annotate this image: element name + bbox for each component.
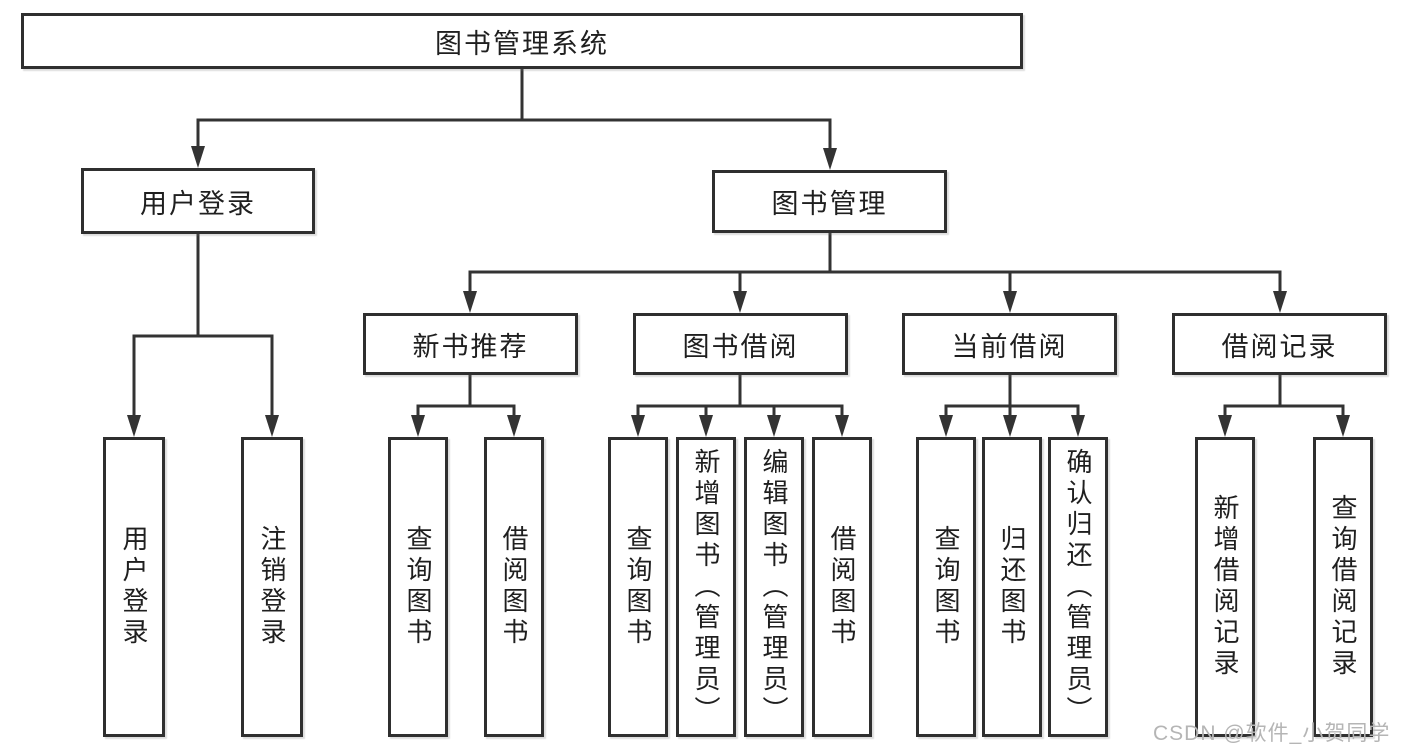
leaf-edit-books-admin-label: 编辑图书（管理员） bbox=[759, 447, 789, 727]
node-user-login-label: 用户登录 bbox=[140, 188, 256, 219]
connector-userlogin-branch bbox=[132, 334, 274, 416]
leaf-query-books-recommend-label: 查询图书 bbox=[403, 525, 433, 649]
arrowhead-icon bbox=[733, 291, 747, 313]
node-current-borrowing: 当前借阅 bbox=[902, 313, 1117, 375]
arrowhead-icon bbox=[1273, 291, 1287, 313]
leaf-logout-label: 注销登录 bbox=[257, 525, 287, 649]
arrowhead-icon bbox=[1071, 415, 1085, 437]
node-borrowing-records: 借阅记录 bbox=[1172, 313, 1387, 375]
node-user-login: 用户登录 bbox=[81, 168, 315, 234]
leaf-query-books-recommend: 查询图书 bbox=[388, 437, 448, 737]
connector-bookmgmt-branch bbox=[468, 270, 1282, 292]
connector-records-branch bbox=[1223, 404, 1345, 416]
node-new-book-recommend: 新书推荐 bbox=[363, 313, 578, 375]
arrowhead-icon bbox=[191, 146, 205, 168]
leaf-return-books: 归还图书 bbox=[982, 437, 1042, 737]
connector-current-branch bbox=[944, 404, 1080, 416]
leaf-borrow-books-recommend-label: 借阅图书 bbox=[499, 525, 529, 649]
connector-borrowing-branch bbox=[636, 404, 844, 416]
arrowhead-icon bbox=[767, 415, 781, 437]
connector-root-branch bbox=[196, 118, 832, 149]
leaf-query-borrow-record: 查询借阅记录 bbox=[1313, 437, 1373, 737]
node-current-borrowing-label: 当前借阅 bbox=[951, 331, 1068, 362]
leaf-edit-books-admin: 编辑图书（管理员） bbox=[744, 437, 804, 737]
watermark: CSDN @软件_小贺同学 bbox=[1153, 722, 1391, 745]
leaf-query-books-current-label: 查询图书 bbox=[931, 525, 961, 649]
arrowhead-icon bbox=[1003, 291, 1017, 313]
arrowhead-icon bbox=[699, 415, 713, 437]
node-root: 图书管理系统 bbox=[21, 13, 1023, 69]
leaf-add-borrow-record: 新增借阅记录 bbox=[1195, 437, 1255, 737]
leaf-add-books-admin-label: 新增图书（管理员） bbox=[691, 447, 721, 727]
arrowhead-icon bbox=[1218, 415, 1232, 437]
arrowhead-icon bbox=[127, 415, 141, 437]
arrowhead-icon bbox=[1003, 415, 1017, 437]
arrowhead-icon bbox=[823, 148, 837, 170]
leaf-logout: 注销登录 bbox=[241, 437, 303, 737]
arrowhead-icon bbox=[463, 291, 477, 313]
arrowhead-icon bbox=[631, 415, 645, 437]
arrowhead-icon bbox=[1336, 415, 1350, 437]
leaf-query-books-borrowing-label: 查询图书 bbox=[623, 525, 653, 649]
leaf-query-books-borrowing: 查询图书 bbox=[608, 437, 668, 737]
leaf-add-books-admin: 新增图书（管理员） bbox=[676, 437, 736, 737]
leaf-query-books-current: 查询图书 bbox=[916, 437, 976, 737]
node-book-borrowing: 图书借阅 bbox=[633, 313, 848, 375]
leaf-confirm-return-admin: 确认归还（管理员） bbox=[1048, 437, 1108, 737]
leaf-borrow-books-recommend: 借阅图书 bbox=[484, 437, 544, 737]
leaf-borrow-books-borrowing: 借阅图书 bbox=[812, 437, 872, 737]
arrowhead-icon bbox=[835, 415, 849, 437]
leaf-add-borrow-record-label: 新增借阅记录 bbox=[1210, 494, 1240, 680]
leaf-return-books-label: 归还图书 bbox=[997, 525, 1027, 649]
leaf-user-login: 用户登录 bbox=[103, 437, 165, 737]
arrowhead-icon bbox=[265, 415, 279, 437]
node-root-label: 图书管理系统 bbox=[435, 28, 609, 59]
leaf-confirm-return-admin-label: 确认归还（管理员） bbox=[1063, 447, 1093, 727]
arrowhead-icon bbox=[411, 415, 425, 437]
node-borrowing-records-label: 借阅记录 bbox=[1221, 331, 1338, 362]
node-book-borrowing-label: 图书借阅 bbox=[682, 331, 799, 362]
node-book-management: 图书管理 bbox=[712, 170, 947, 233]
leaf-user-login-label: 用户登录 bbox=[119, 525, 149, 649]
arrowhead-icon bbox=[507, 415, 521, 437]
leaf-query-borrow-record-label: 查询借阅记录 bbox=[1328, 494, 1358, 680]
node-book-management-label: 图书管理 bbox=[771, 189, 888, 219]
connector-recommend-branch bbox=[416, 404, 516, 416]
arrowhead-icon bbox=[939, 415, 953, 437]
node-new-book-recommend-label: 新书推荐 bbox=[412, 331, 529, 362]
leaf-borrow-books-borrowing-label: 借阅图书 bbox=[827, 525, 857, 649]
